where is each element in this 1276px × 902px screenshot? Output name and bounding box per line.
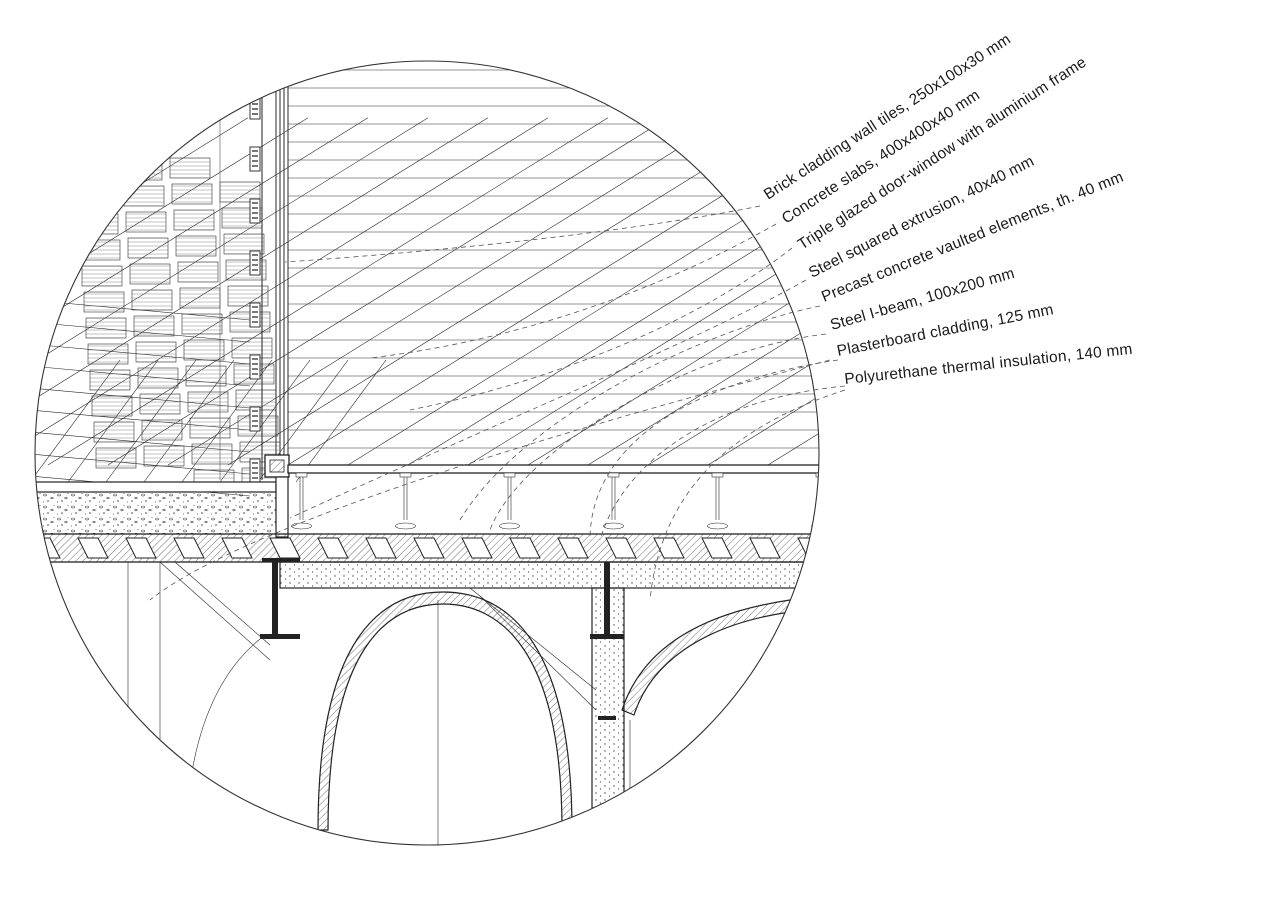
plasterboard-band — [279, 561, 819, 589]
window-frame — [264, 85, 290, 478]
column-right — [590, 562, 625, 809]
screed-layer — [35, 491, 277, 535]
callout-brick: Brick cladding wall tiles, 250x100x30 mm — [761, 31, 1014, 204]
callout-leaders — [149, 205, 846, 601]
detail-circle-outline — [34, 60, 820, 846]
slab-pedestals — [291, 472, 819, 530]
callout-labels: Brick cladding wall tiles, 250x100x30 mm… — [761, 31, 1133, 388]
steel-column — [275, 476, 289, 538]
steel-i-beam-left — [260, 558, 300, 639]
insulation-layer — [35, 533, 819, 563]
detail-circle-content — [35, 61, 819, 845]
